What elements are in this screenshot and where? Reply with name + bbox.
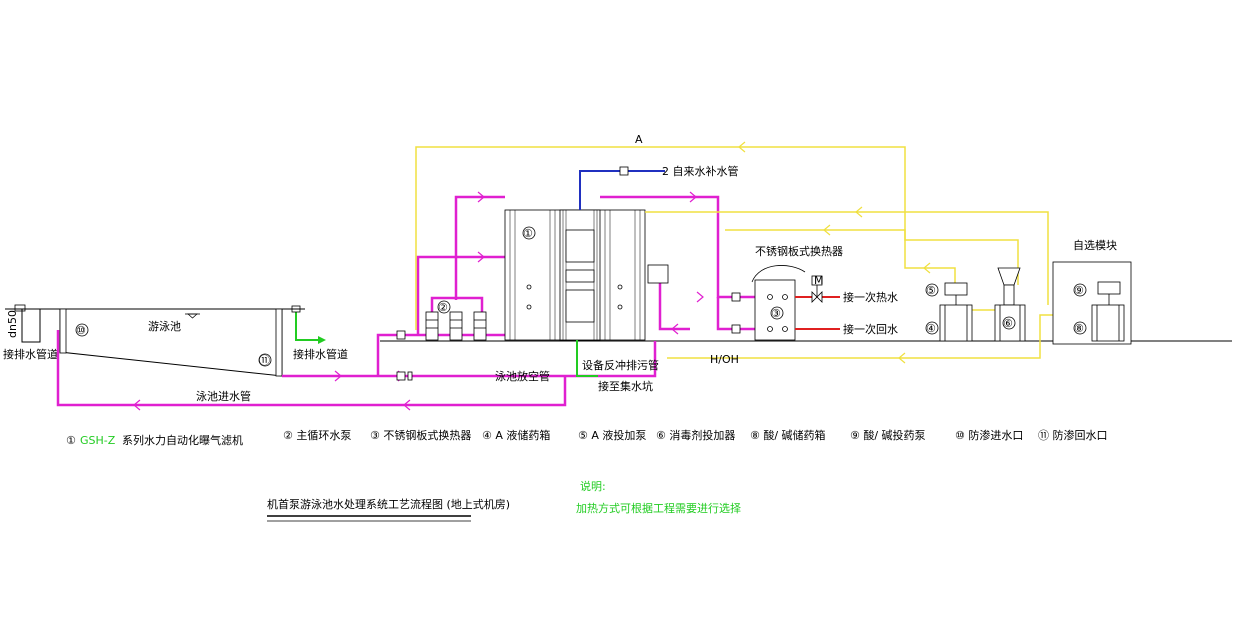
number-10: ⑩: [76, 324, 86, 337]
primary-return-label: 接一次回水: [843, 322, 898, 336]
drain-pipe-green: [295, 312, 320, 341]
tap-water-label: 2 自来水补水管: [662, 164, 739, 178]
tap-water-pipe: [579, 170, 665, 210]
legend: ① GSH-Z 系列水力自动化曝气滤机 ② 主循环水泵 ③ 不锈钢板式换热器 ④…: [66, 428, 1108, 447]
legend-9: ⑨ 酸/ 碱投药泵: [850, 428, 926, 442]
legend-8: ⑧ 酸/ 碱储药箱: [750, 428, 826, 442]
legend-1-text: 系列水力自动化曝气滤机: [122, 433, 243, 447]
swimming-pool: 游泳池 ⑩ ⑪: [5, 308, 305, 377]
pool-empty-label: 泳池放空管: [495, 369, 550, 383]
number-3: ③: [771, 307, 781, 320]
note-title: 说明:: [580, 479, 606, 493]
disinfectant-feeder: [994, 267, 1026, 342]
drain-pipe-mid-label: 接排水管道: [293, 347, 348, 361]
number-1: ①: [523, 227, 533, 240]
legend-5: ⑤ A 液投加泵: [578, 428, 646, 442]
left-drain: dn50 接排水管道: [3, 304, 58, 361]
primary-pipes: [795, 296, 840, 330]
backwash-label: 设备反冲排污管: [582, 358, 659, 372]
primary-valve: [811, 275, 823, 303]
dn50-label: dn50: [6, 310, 19, 338]
legend-10: ⑩ 防渗进水口: [955, 428, 1023, 442]
yellow-arrows: [738, 141, 931, 364]
motor-label: M: [814, 274, 824, 287]
primary-hot-label: 接一次热水: [843, 290, 898, 304]
number-8: ⑧: [1074, 322, 1084, 335]
heat-exchanger: [751, 265, 806, 341]
pool-inlet-label: 泳池进水管: [196, 389, 251, 403]
number-6: ⑥: [1003, 317, 1013, 330]
flow-label-a: A: [635, 133, 643, 146]
valves: [396, 292, 741, 381]
number-2: ②: [438, 301, 448, 314]
legend-2: ② 主循环水泵: [283, 429, 351, 442]
heat-exchanger-title: 不锈钢板式换热器: [755, 244, 843, 258]
legend-6: ⑥ 消毒剂投加器: [656, 428, 735, 442]
dosing-a: [925, 282, 973, 342]
number-5: ⑤: [926, 284, 936, 297]
magenta-pipes: [56, 195, 755, 407]
optional-module-label: 自选模块: [1073, 239, 1117, 252]
backwash-pipe: [576, 340, 598, 377]
to-sump-label: 接至集水坑: [598, 379, 653, 393]
legend-1-code: GSH-Z: [80, 434, 116, 447]
legend-1-num: ①: [66, 434, 76, 447]
drain-pipe-left-label: 接排水管道: [3, 347, 58, 361]
number-4: ④: [926, 322, 936, 335]
optional-module: [1052, 261, 1132, 345]
drawing-title: 机首泵游泳池水处理系统工艺流程图 (地上式机房): [267, 497, 510, 511]
number-9: ⑨: [1074, 284, 1084, 297]
note-text: 加热方式可根据工程需要进行选择: [576, 501, 741, 515]
main-circulation-pumps: [425, 300, 487, 341]
legend-3: ③ 不锈钢板式换热器: [370, 428, 471, 442]
filter-unit: [504, 209, 669, 341]
legend-4: ④ A 液储药箱: [482, 428, 550, 442]
flow-label-h-oh: H/OH: [710, 353, 739, 366]
number-11: ⑪: [259, 354, 270, 367]
legend-11: ⑪ 防渗回水口: [1038, 428, 1108, 442]
pool-label: 游泳池: [148, 319, 181, 333]
yellow-pipes: [415, 146, 1055, 359]
